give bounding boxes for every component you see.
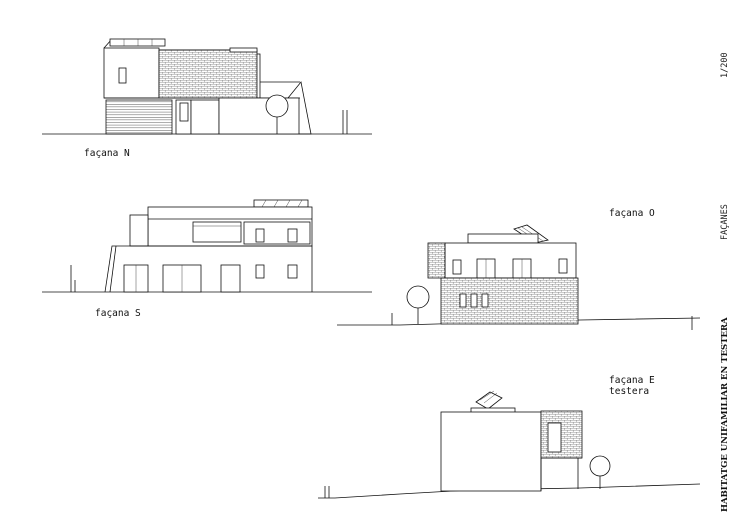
window xyxy=(470,293,478,308)
tree xyxy=(265,94,289,134)
north-elevation xyxy=(42,38,372,135)
tree xyxy=(406,285,430,324)
west-elevation xyxy=(337,224,701,330)
window xyxy=(287,264,298,279)
window xyxy=(220,264,241,293)
solar-panels xyxy=(103,38,166,49)
window xyxy=(255,264,265,279)
solar-panels xyxy=(253,199,309,208)
south-elevation-label: façana S xyxy=(95,308,141,319)
window xyxy=(255,228,265,243)
project-title: HABITATGE UNIFAMILIAR EN TESTERA xyxy=(720,317,730,512)
window xyxy=(118,67,127,84)
east-elevation-sublabel: testera xyxy=(609,386,649,397)
window xyxy=(287,228,298,243)
east-elevation xyxy=(318,390,701,499)
window xyxy=(459,293,467,308)
scale-label: 1/200 xyxy=(720,52,730,78)
window xyxy=(547,422,562,453)
north-elevation-label: façana N xyxy=(84,148,130,159)
window xyxy=(481,293,489,308)
east-elevation-label: façana E xyxy=(609,375,655,386)
south-elevation xyxy=(42,199,372,293)
window xyxy=(558,258,568,274)
tree xyxy=(589,455,611,489)
upper-volume xyxy=(103,47,160,99)
tiled-volume xyxy=(540,410,583,459)
garage-door xyxy=(105,99,173,135)
window xyxy=(452,259,462,275)
solar-panel xyxy=(475,390,503,410)
west-elevation-label: façana O xyxy=(609,208,655,219)
main-volume xyxy=(440,411,542,492)
tiled-volume xyxy=(158,49,258,99)
window xyxy=(192,221,242,243)
upper-volume xyxy=(444,242,577,279)
sheet-title: FAÇANES xyxy=(720,204,730,240)
